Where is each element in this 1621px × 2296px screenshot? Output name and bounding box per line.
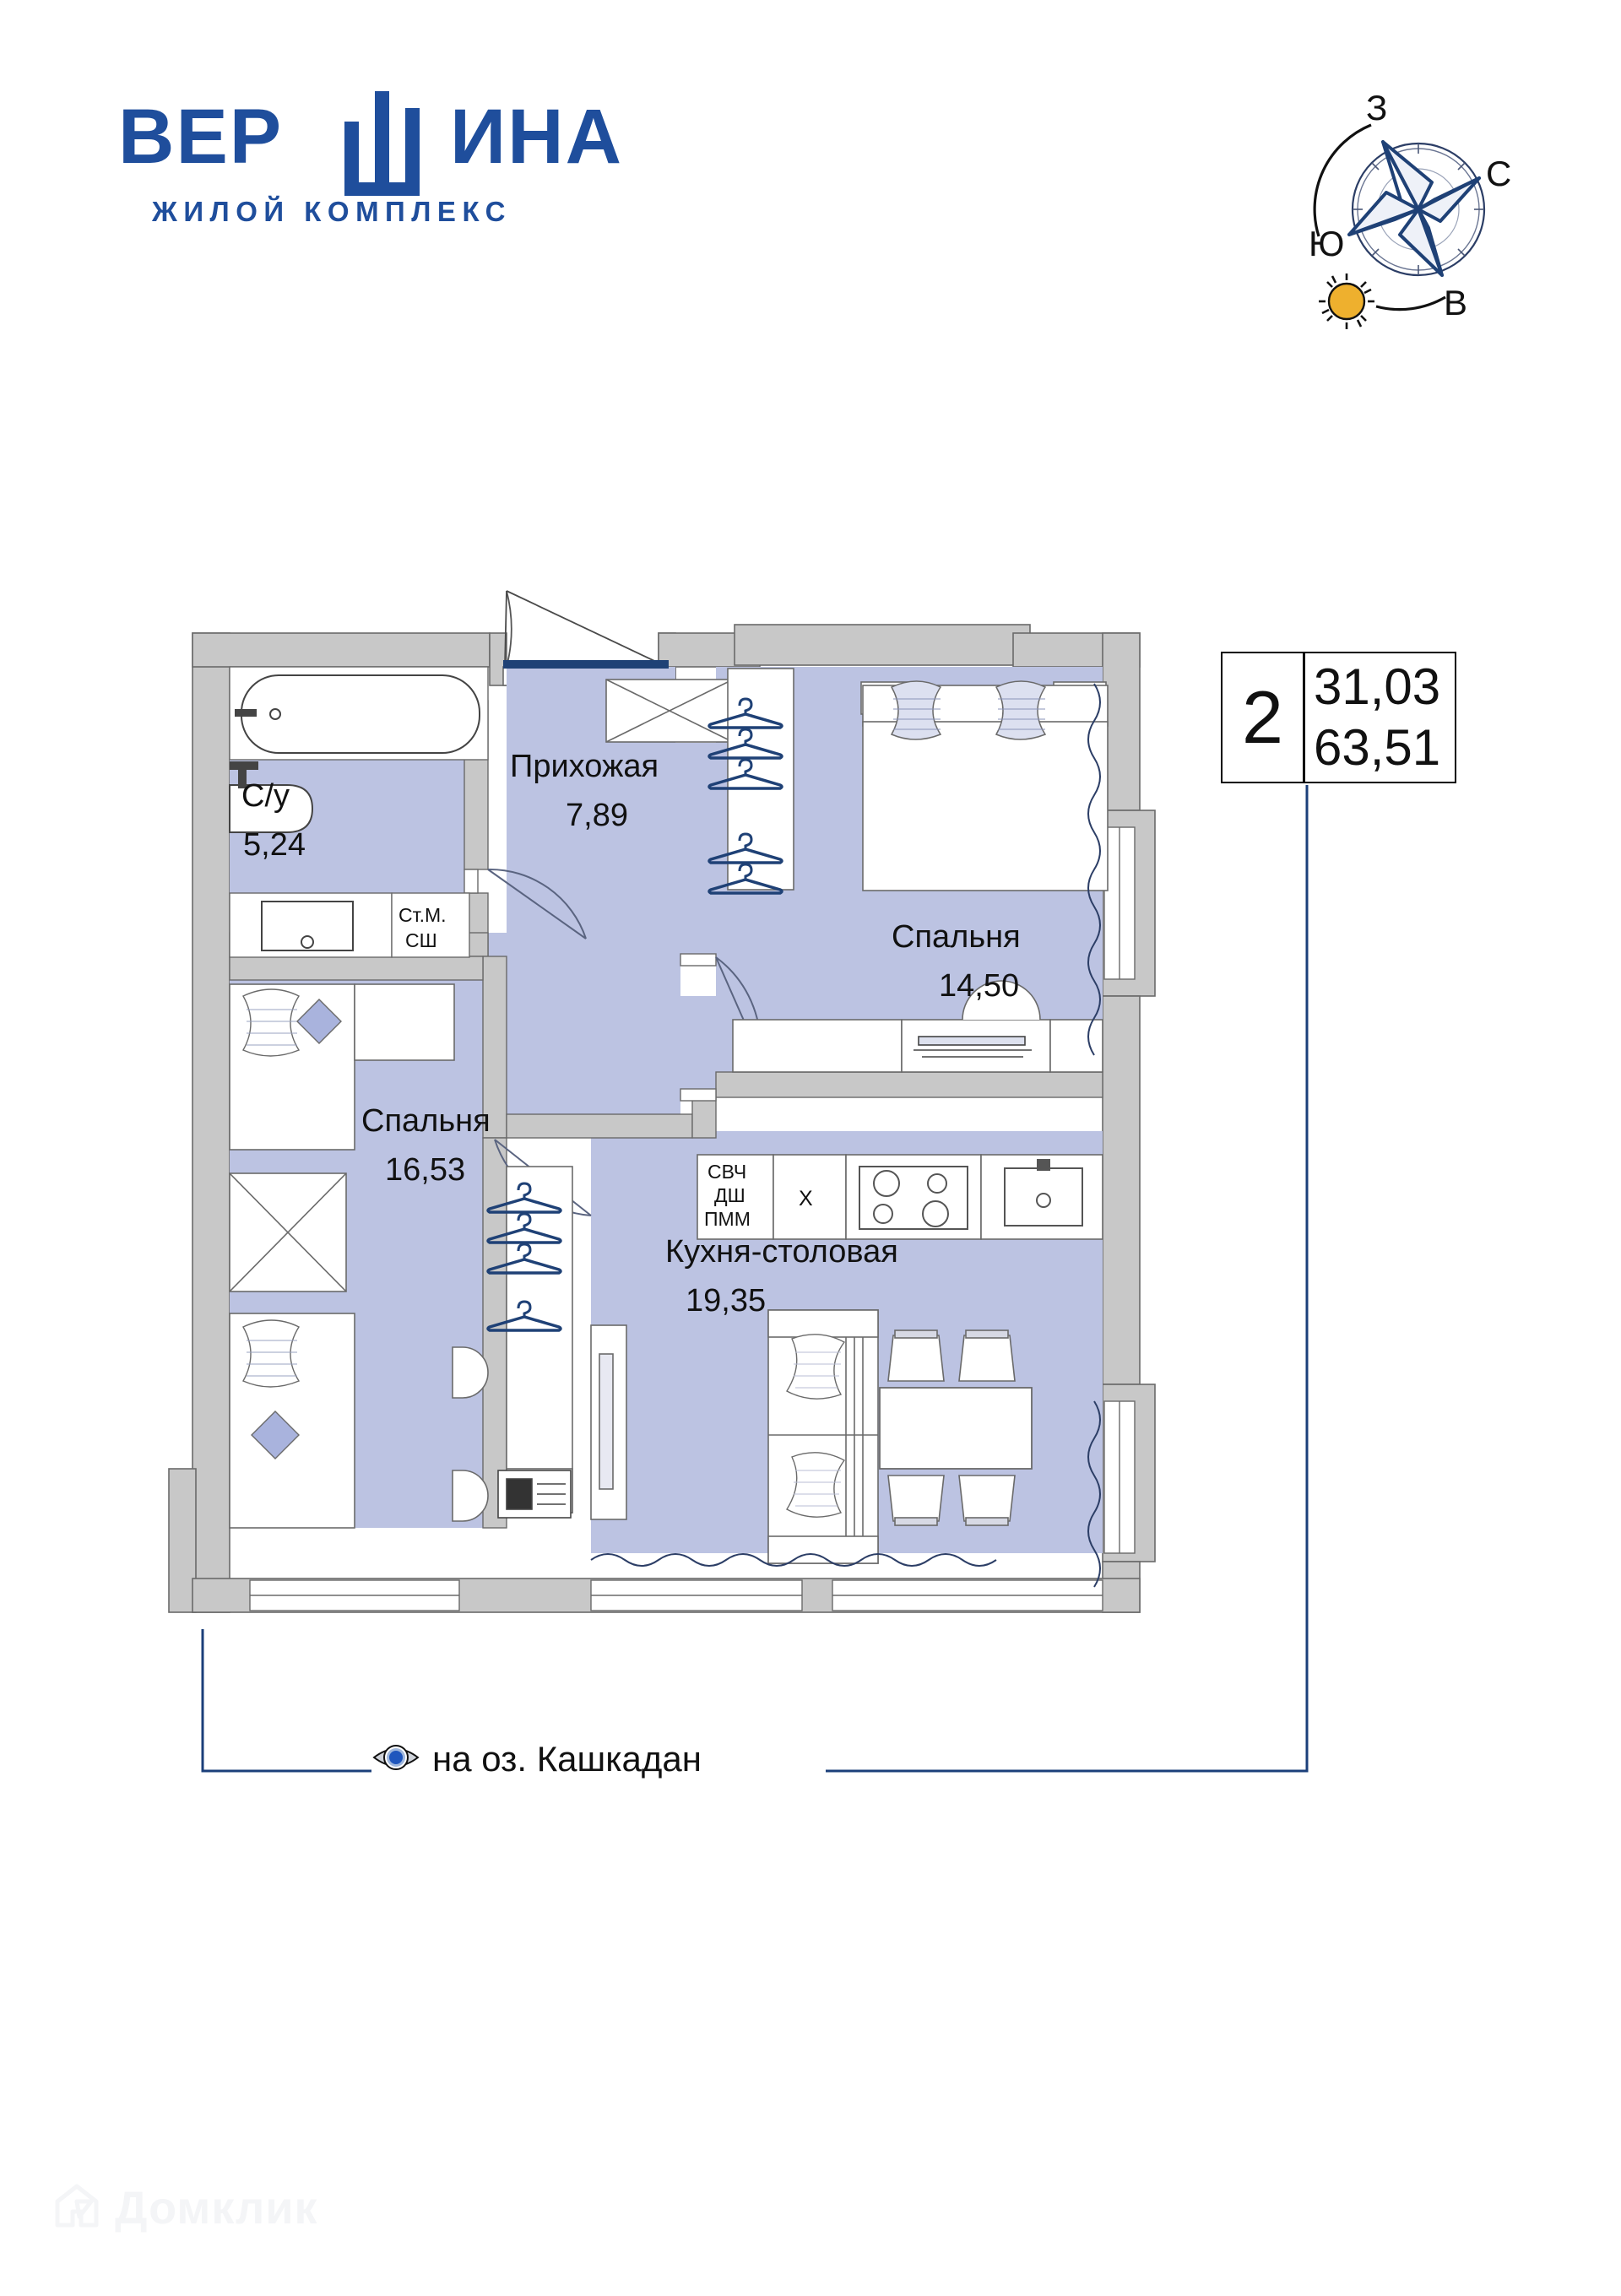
room-label-bathroom: С/у xyxy=(241,778,290,814)
appliance-label-washer: Ст.М. xyxy=(398,904,447,926)
bathroom-fixtures xyxy=(229,666,489,958)
badge-areas: 31,03 63,51 xyxy=(1305,653,1455,782)
bed-pillows xyxy=(890,680,1047,740)
bedroom2-pillows xyxy=(242,988,342,1459)
room-label-kitchen: Кухня-столовая xyxy=(665,1234,898,1270)
area-badge: 2 31,03 63,51 xyxy=(1221,652,1456,783)
badge-total-area: 63,51 xyxy=(1314,719,1441,776)
eye-icon xyxy=(371,1740,420,1779)
badge-living-area: 31,03 xyxy=(1314,658,1441,715)
room-fill-hallway xyxy=(476,667,777,1138)
brand-subtitle: ЖИЛОЙ КОМПЛЕКС xyxy=(152,196,512,227)
compass-label-east: В xyxy=(1444,283,1467,322)
view-caption-text: на оз. Кашкадан xyxy=(432,1739,702,1779)
brand-name-part1: ВЕР xyxy=(118,94,284,180)
room-label-hallway: Прихожая xyxy=(510,749,659,784)
kitchen-sink-icon xyxy=(1004,1159,1083,1227)
domclick-watermark: Домклик xyxy=(51,2180,318,2236)
cooktop-icon xyxy=(859,1166,968,1230)
badge-room-count: 2 xyxy=(1223,653,1305,782)
room-area-bedroom1: 14,50 xyxy=(939,968,1019,1004)
brand-logo: ВЕР ИНА ЖИЛОЙ КОМПЛЕКС xyxy=(100,91,624,245)
appliance-label-dryer: ДШ xyxy=(714,1184,745,1206)
dining-table xyxy=(879,1387,1033,1470)
entrance-door xyxy=(503,590,669,669)
dining-chairs xyxy=(887,1329,1016,1526)
appliance-label-dryer-cabinet: СШ xyxy=(405,929,437,951)
house-icon xyxy=(51,2180,103,2236)
brand-sh-towers-icon xyxy=(344,91,447,196)
room-label-bedroom2: Спальня xyxy=(361,1103,491,1139)
sun-icon xyxy=(1319,273,1374,329)
room-area-hallway: 7,89 xyxy=(566,798,628,833)
sofa-cushions xyxy=(786,1334,846,1518)
interior-sliding-door xyxy=(590,1324,627,1520)
windows xyxy=(249,826,1136,1611)
compass-label-south: Ю xyxy=(1309,224,1344,263)
compass-rose: З С Ю В xyxy=(1283,68,1562,346)
leader-lines xyxy=(201,785,1309,1773)
room-label-bedroom1: Спальня xyxy=(892,919,1021,955)
room-area-bedroom2: 16,53 xyxy=(385,1152,465,1188)
curtain-wave-bedroom1 xyxy=(1087,683,1101,1056)
view-caption: на оз. Кашкадан xyxy=(371,1739,702,1779)
appliance-label-fridge: Х xyxy=(799,1187,813,1210)
curtain-wave-kitchen-right xyxy=(1087,1400,1101,1588)
watermark-text: Домклик xyxy=(115,2182,318,2234)
room-area-bathroom: 5,24 xyxy=(243,827,306,863)
room-labels: С/у 5,24 Прихожая 7,89 Спальня 14,50 Спа… xyxy=(241,749,1021,1319)
curtain-wave-kitchen-bottom xyxy=(590,1553,997,1567)
bedroom2-tv-unit xyxy=(497,1470,572,1519)
room-area-kitchen: 19,35 xyxy=(686,1283,766,1319)
hallway-wardrobe xyxy=(605,679,734,743)
bedroom2-closet xyxy=(506,1166,573,1514)
appliance-label-dishwasher: ПММ xyxy=(704,1208,751,1230)
bedroom2-chairs xyxy=(452,1346,489,1522)
brand-name-part2: ИНА xyxy=(450,94,624,180)
brand-wordmark: ВЕР ИНА xyxy=(100,91,624,196)
compass-label-west: З xyxy=(1366,88,1387,127)
appliance-label-microwave: СВЧ xyxy=(707,1161,746,1183)
bedroom1-desk xyxy=(732,980,1103,1073)
compass-star-icon xyxy=(1347,140,1481,277)
compass-label-north: С xyxy=(1486,154,1511,193)
